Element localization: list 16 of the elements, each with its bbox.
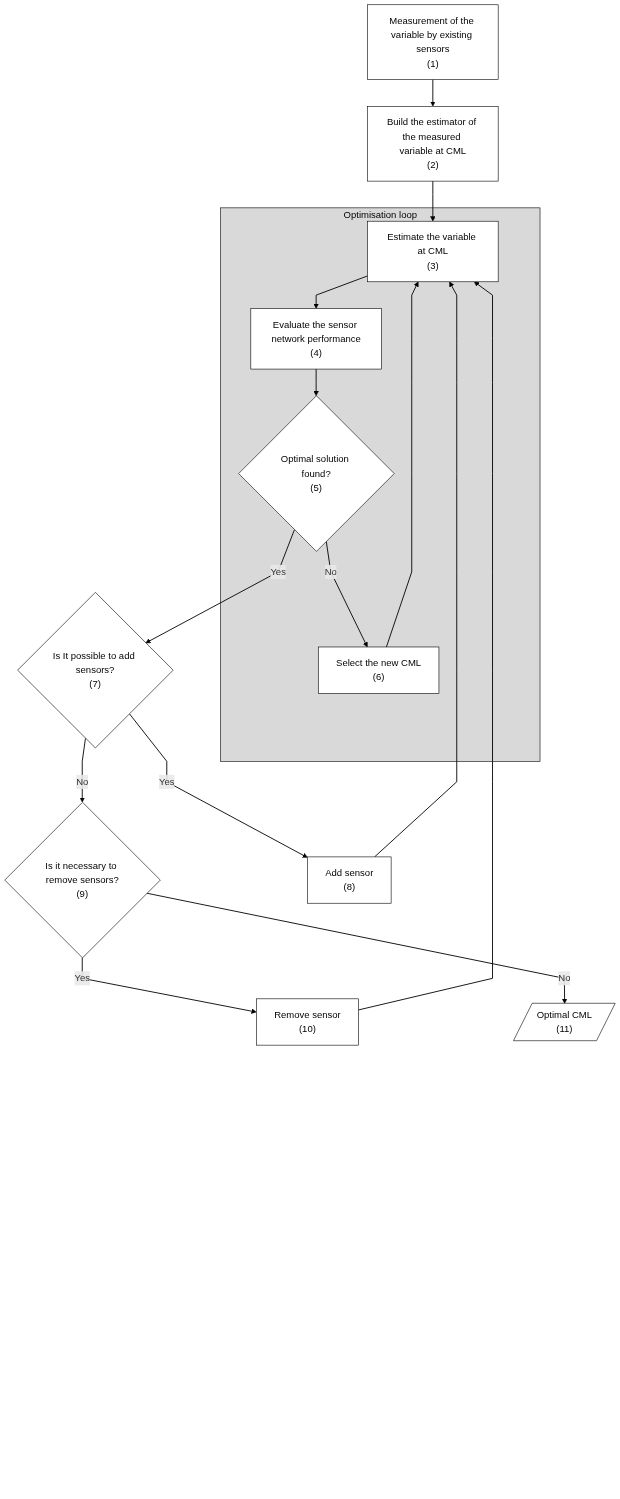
node-diamond: Is It possible to add sensors? (7) [17,592,174,749]
node-box: Select the new CML (6) [318,646,440,694]
node-box: Add sensor (8) [307,856,392,904]
edge-label: No [324,566,337,577]
edge-label: Yes [159,776,175,787]
edge-label: Yes [270,566,286,577]
node-diamond: Is it necessary to remove sensors? (9) [4,801,161,959]
node-diamond: Optimal solution found? (5) [238,395,395,552]
edge-label: No [76,776,89,787]
node-box: Build the estimator of the measured variable at CML (2) [367,106,499,182]
node-box: Remove sensor (10) [256,998,359,1046]
node-box: Measurement of the variable by existing sensors (1) [367,4,499,80]
node-box: Evaluate the sensor network performance (4) [250,308,382,370]
node-box: Estimate the variable at CML (3) [367,220,499,283]
edge-label: No [558,972,571,984]
edge-label: Yes [74,972,90,984]
